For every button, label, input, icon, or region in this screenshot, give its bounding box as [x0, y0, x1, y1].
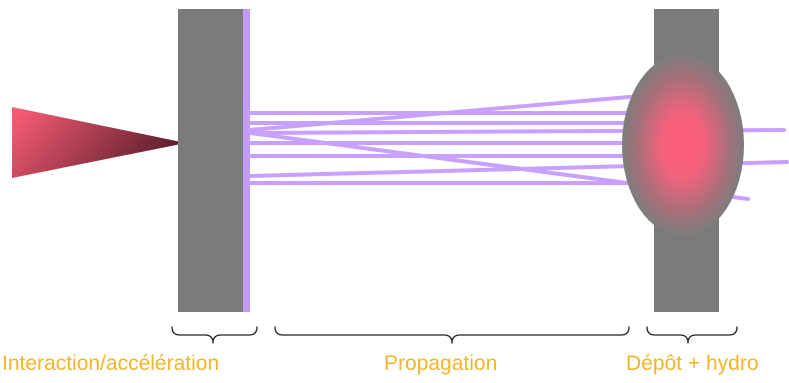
stage-braces: [171, 326, 738, 344]
brace-interaction: [171, 326, 258, 344]
brace-depot: [646, 326, 738, 344]
label-propagation: Propagation: [384, 352, 498, 375]
target-foil: [178, 9, 243, 312]
label-depot: Dépôt + hydro: [626, 352, 759, 375]
label-interaction: Interaction/accélération: [2, 352, 220, 375]
brace-propagation: [274, 326, 630, 344]
heated-zone: [622, 54, 744, 236]
target-rear-layer: [243, 9, 250, 312]
beam-line: [248, 94, 642, 132]
laser-pulse-cone: [12, 107, 186, 178]
